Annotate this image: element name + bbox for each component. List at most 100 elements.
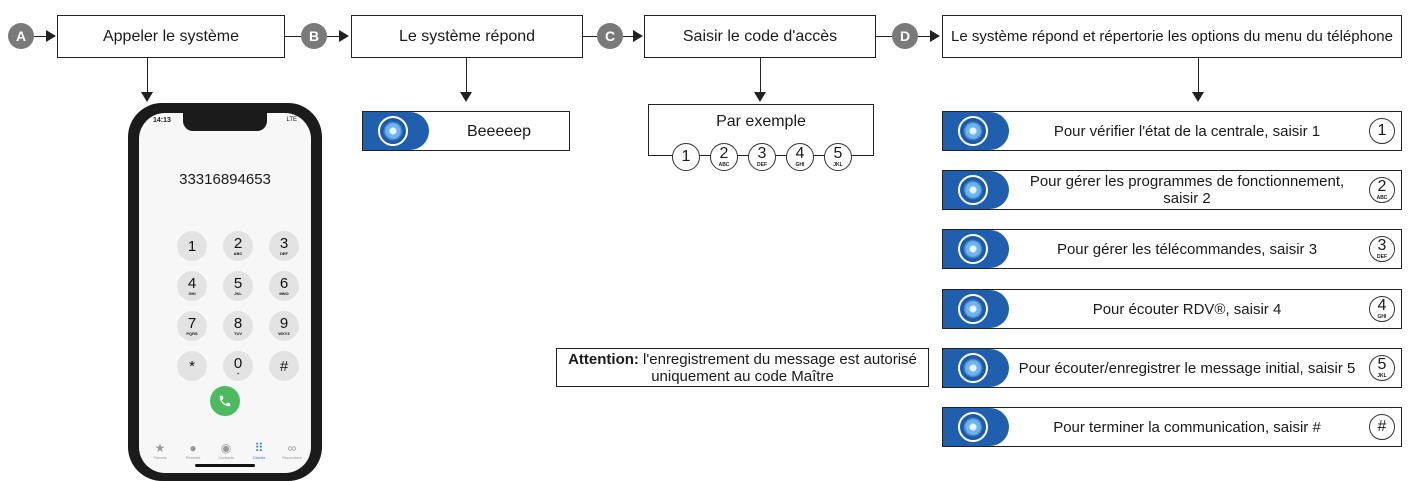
key-hash-icon: #: [1369, 414, 1395, 440]
key-letters: GHI: [795, 162, 805, 168]
tab-label: Favoris: [153, 455, 167, 460]
phone-tab[interactable]: ★Favoris: [143, 441, 177, 460]
beep-box: Beeeeep: [362, 111, 570, 151]
menu-option: Pour terminer la communication, saisir #…: [942, 407, 1402, 447]
key-digit: 1: [681, 148, 691, 165]
connector: [147, 58, 148, 92]
key-letters: GHI: [188, 291, 196, 296]
step-b-badge: B: [301, 23, 327, 49]
key-digit: 4: [187, 275, 197, 292]
key-letters: WXYZ: [278, 331, 290, 336]
connector: [285, 36, 301, 37]
phone-tab[interactable]: ⠿Clavier: [242, 441, 276, 460]
key-letters: JKL: [833, 162, 843, 168]
connector: [918, 36, 930, 37]
home-indicator: [195, 464, 255, 467]
key-hash-icon[interactable]: #: [269, 351, 299, 381]
key-digit: 3: [757, 145, 767, 162]
menu-option-text: Pour gérer les programmes de fonctionnem…: [1029, 173, 1345, 207]
step-d-label: Le système répond et répertorie les opti…: [951, 28, 1393, 45]
key-digit: 1: [187, 237, 197, 255]
connector: [327, 36, 339, 37]
key-star-icon[interactable]: *: [177, 351, 207, 381]
key-digit: 9: [279, 315, 289, 332]
step-a-label: Appeler le système: [102, 27, 240, 45]
arrow-right-icon: [930, 30, 940, 42]
call-button[interactable]: [210, 386, 240, 416]
speaker-icon: [378, 116, 408, 146]
connector: [34, 36, 46, 37]
arrow-right-icon: [633, 30, 643, 42]
key-digit: 8: [233, 315, 243, 332]
menu-option: Pour vérifier l'état de la centrale, sai…: [942, 111, 1402, 151]
menu-option: Pour gérer les programmes de fonctionnem…: [942, 170, 1402, 210]
key-1-icon[interactable]: 1: [177, 231, 207, 261]
key-letters: TUV: [234, 331, 242, 336]
speaker-icon: [958, 353, 988, 383]
menu-option-text: Pour vérifier l'état de la centrale, sai…: [1053, 122, 1321, 140]
key-digit: 2: [233, 235, 243, 252]
attention-text: l'enregistrement du message est autorisé…: [638, 350, 917, 385]
connector: [583, 36, 597, 37]
menu-option-text: Pour terminer la communication, saisir #: [1053, 418, 1321, 436]
key-letters: DEF: [280, 251, 288, 256]
key-digit: 5: [833, 145, 843, 162]
phone-status: LTE: [286, 117, 297, 123]
connector: [623, 36, 633, 37]
step-b-box: Le système répond: [351, 15, 583, 58]
connector: [466, 58, 467, 92]
speaker-icon: [958, 234, 988, 264]
step-c-badge: C: [597, 23, 623, 49]
key-digit: 5: [1377, 356, 1387, 373]
menu-option-text: Pour écouter RDV®, saisir 4: [1092, 300, 1282, 318]
phone-tab[interactable]: ●Récents: [176, 441, 210, 460]
key-letters: MNO: [279, 291, 289, 296]
speaker-icon: [958, 294, 988, 324]
key-digit: 6: [279, 275, 289, 292]
key-letters: ABC: [1376, 195, 1388, 201]
key-letters: +: [236, 371, 240, 376]
key-digit: 0: [233, 355, 243, 372]
arrow-down-icon: [141, 92, 153, 102]
step-d-badge: D: [892, 23, 918, 49]
key-letters: DEF: [757, 162, 767, 168]
menu-option: Pour écouter/enregistrer le message init…: [942, 348, 1402, 388]
beep-label: Beeeeep: [466, 122, 532, 140]
step-a-badge: A: [8, 23, 34, 49]
key-letters: GHI: [1377, 314, 1387, 320]
step-a-box: Appeler le système: [57, 15, 285, 58]
arrow-down-icon: [754, 92, 766, 102]
connector: [760, 58, 761, 92]
step-d-box: Le système répond et répertorie les opti…: [942, 15, 1402, 58]
step-b-label: Le système répond: [398, 27, 536, 45]
key-digit: 4: [1377, 297, 1387, 314]
key-digit: 3: [279, 235, 289, 252]
arrow-right-icon: [339, 30, 349, 42]
phone-tab[interactable]: ◉Contacts: [209, 441, 243, 460]
key-0-icon[interactable]: 0+: [223, 351, 253, 381]
phone-tab[interactable]: ∞Répondeur: [275, 441, 309, 460]
step-c-label: Saisir le code d'accès: [682, 27, 838, 45]
key-letters: JKL: [234, 291, 242, 296]
key-digit: #: [1377, 418, 1387, 435]
tab-icon: ◉: [220, 441, 232, 455]
key-digit: 2: [719, 145, 729, 162]
speaker-icon: [958, 412, 988, 442]
